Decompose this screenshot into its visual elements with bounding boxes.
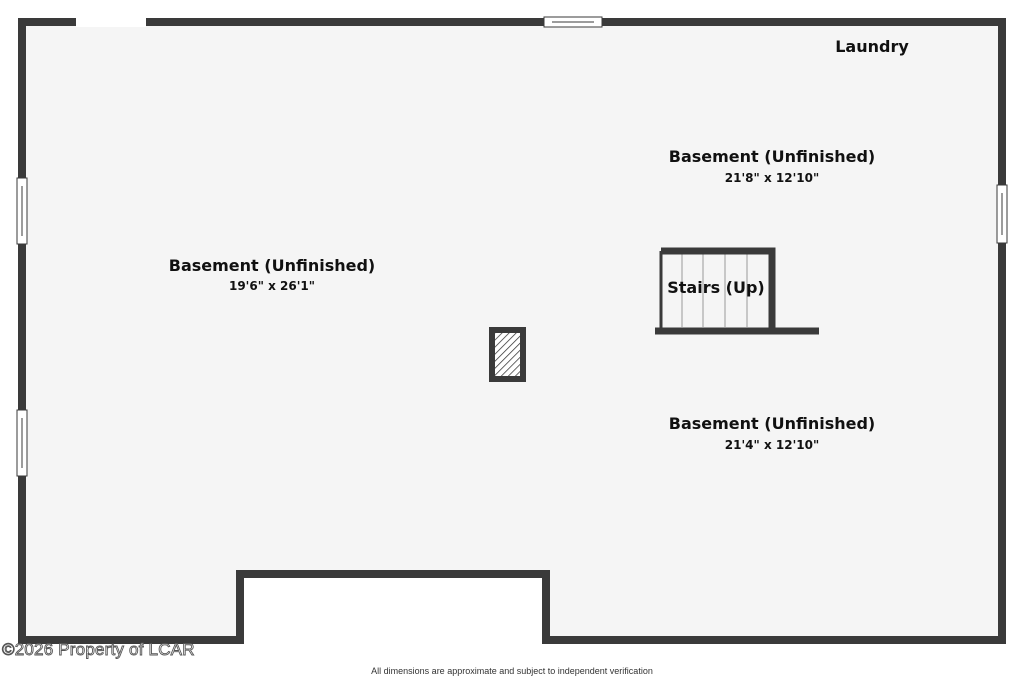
windows	[16, 16, 1008, 477]
basement-upper-right-dimensions: 21'8" x 12'10"	[725, 171, 819, 185]
basement-lower-right-label: Basement (Unfinished)	[669, 414, 875, 433]
basement-left-label: Basement (Unfinished)	[169, 256, 375, 275]
stairs: Stairs (Up)	[655, 247, 819, 335]
stairs-label: Stairs (Up)	[667, 278, 765, 297]
laundry-label: Laundry	[835, 37, 909, 56]
window-top-left	[76, 17, 146, 27]
copyright-watermark: ©2026 Property of LCAR	[2, 640, 195, 660]
dimensions-disclaimer: All dimensions are approximate and subje…	[371, 666, 653, 676]
basement-lower-right-dimensions: 21'4" x 12'10"	[725, 438, 819, 452]
basement-left-dimensions: 19'6" x 26'1"	[229, 279, 315, 293]
window-left-upper	[16, 177, 28, 245]
window-left-lower	[16, 409, 28, 477]
stair-wall	[661, 247, 776, 331]
basement-upper-right-label: Basement (Unfinished)	[669, 147, 875, 166]
stair-treads	[681, 254, 748, 327]
chimney-column	[489, 327, 526, 382]
window-right	[996, 184, 1008, 244]
window-top-center	[543, 16, 603, 28]
